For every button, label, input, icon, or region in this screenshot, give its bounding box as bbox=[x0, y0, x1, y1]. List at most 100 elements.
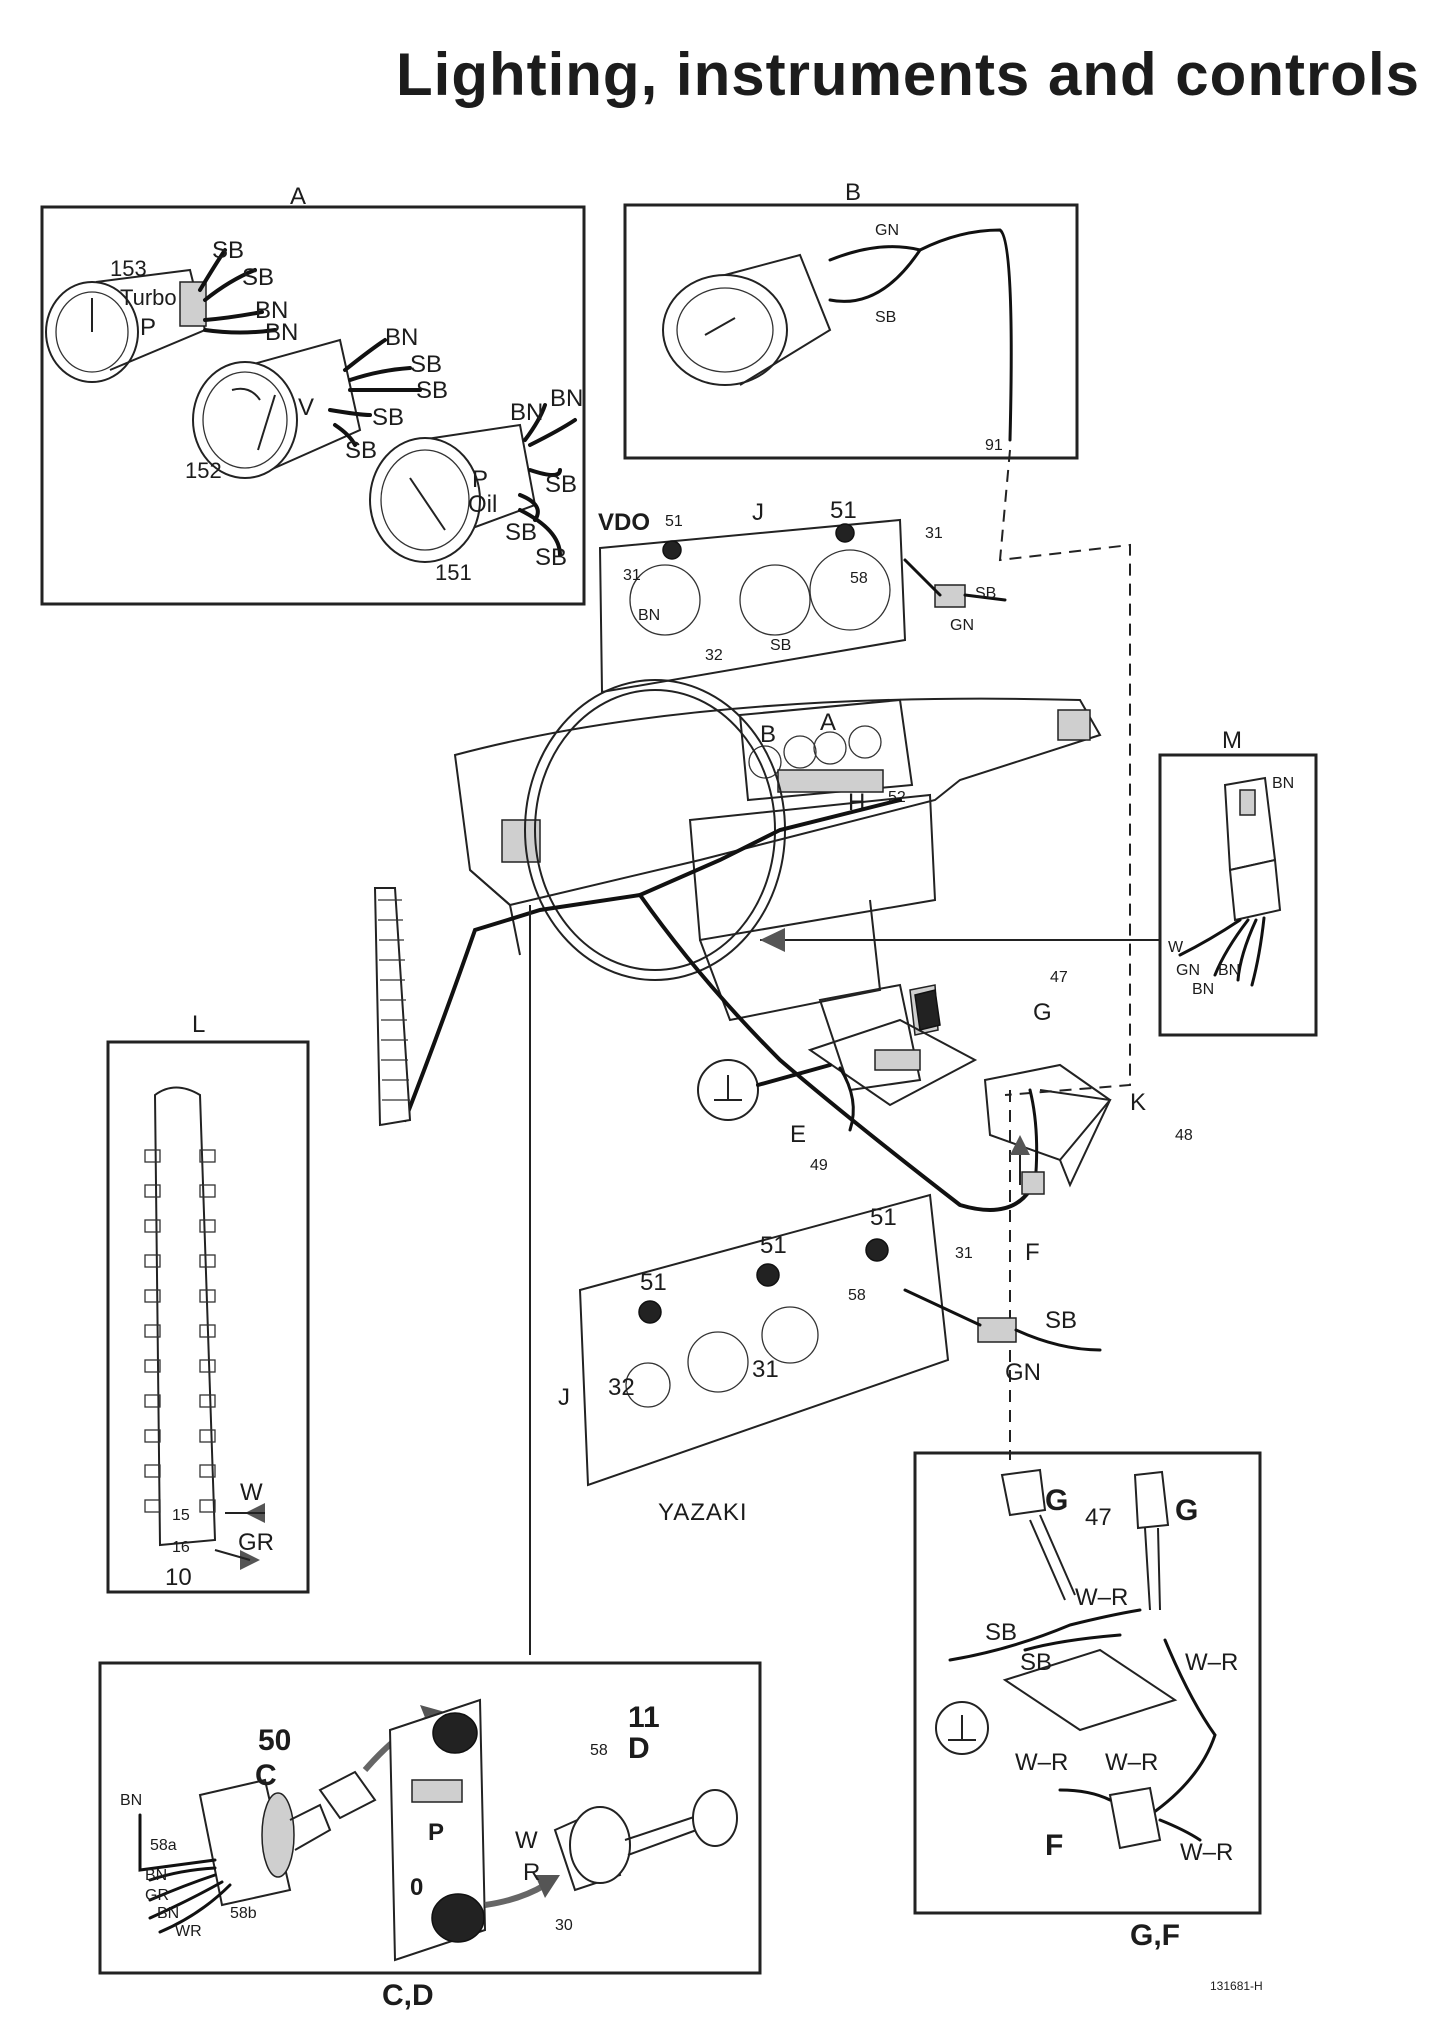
panel-gf-caption: G,F bbox=[1130, 1919, 1180, 1952]
gauge-151: P Oil 151 bbox=[369, 423, 537, 585]
wire-label: BN bbox=[157, 1905, 179, 1922]
wire-label: BN bbox=[1218, 962, 1240, 979]
wire-label: BN bbox=[550, 385, 583, 412]
console-label-g: G bbox=[1033, 999, 1052, 1026]
ref-51: 51 bbox=[830, 497, 857, 524]
terminal-30: 30 bbox=[555, 1917, 573, 1934]
wire-label: SB bbox=[410, 351, 442, 378]
wire-label: W–R bbox=[1185, 1649, 1238, 1676]
wire-label: WR bbox=[175, 1923, 202, 1940]
wire-label: BN bbox=[385, 324, 418, 351]
wire-label: W bbox=[240, 1479, 263, 1506]
ref-47: 47 bbox=[1050, 969, 1068, 986]
wire-label: GN bbox=[1005, 1359, 1041, 1386]
wire-label: GR bbox=[238, 1529, 274, 1556]
ref-48: 48 bbox=[1175, 1127, 1193, 1144]
wire-label: W bbox=[1168, 939, 1184, 956]
console-label-e: E bbox=[790, 1121, 806, 1148]
wire-label: GN bbox=[1176, 962, 1200, 979]
ref-31: 31 bbox=[955, 1245, 973, 1262]
ref-10: 10 bbox=[165, 1564, 192, 1591]
panel-a-label: A bbox=[290, 183, 306, 210]
wire-label: SB bbox=[212, 237, 244, 264]
gauge-153-face-turbo: Turbo bbox=[120, 285, 177, 310]
maker-yazaki: YAZAKI bbox=[658, 1499, 748, 1526]
wire-label: BN bbox=[1192, 981, 1214, 998]
wire-label: SB bbox=[1045, 1307, 1077, 1334]
wire-label: BN bbox=[255, 297, 288, 324]
wire-label: SB bbox=[345, 437, 377, 464]
wire-label: SB bbox=[770, 637, 791, 654]
gauge-151-face-p: P bbox=[472, 466, 488, 493]
ref-31: 31 bbox=[623, 567, 641, 584]
wire-label: BN bbox=[145, 1867, 167, 1884]
console-illustration: G K E F 47 48 49 bbox=[697, 969, 1193, 1266]
dashed-connector bbox=[998, 449, 1131, 1096]
wire-label: R bbox=[523, 1859, 540, 1886]
ref-51: 51 bbox=[870, 1204, 897, 1231]
terminal-58: 58 bbox=[590, 1742, 608, 1759]
ref-31: 31 bbox=[925, 525, 943, 542]
dash-label-b: B bbox=[760, 721, 776, 748]
wire-label: SB bbox=[545, 471, 577, 498]
switch-mark-0: 0 bbox=[410, 1874, 423, 1901]
panel-gf-frame bbox=[913, 1451, 1262, 1915]
ref-51: 51 bbox=[760, 1232, 787, 1259]
wire-label: SB bbox=[535, 544, 567, 571]
wire-label: SB bbox=[505, 519, 537, 546]
wire-label: W bbox=[515, 1827, 538, 1854]
gauge-152-number: 152 bbox=[185, 458, 222, 483]
panel-b-frame bbox=[623, 203, 1079, 460]
wire-label: SB bbox=[875, 309, 896, 326]
gf-label-f: F bbox=[1045, 1829, 1063, 1862]
ref-58: 58 bbox=[848, 1287, 866, 1304]
wire-label: W–R bbox=[1015, 1749, 1068, 1776]
ref-32: 32 bbox=[608, 1374, 635, 1401]
ref-58: 58 bbox=[850, 570, 868, 587]
panel-c-label: C bbox=[255, 1759, 277, 1792]
gf-label-g: G bbox=[1045, 1484, 1068, 1517]
gauge-152-face-v: V bbox=[298, 394, 314, 421]
figure-code: 131681-H bbox=[1210, 1979, 1263, 1993]
panel-l: L 15 16 10 W GR bbox=[106, 1011, 310, 1594]
wire-label: W–R bbox=[1105, 1749, 1158, 1776]
wire-label: BN bbox=[638, 607, 660, 624]
gauge-152: V 152 bbox=[185, 338, 362, 483]
panel-a-frame bbox=[40, 205, 586, 606]
wire-label: GR bbox=[145, 1887, 169, 1904]
wire-label: W–R bbox=[1075, 1584, 1128, 1611]
ref-47: 47 bbox=[1085, 1504, 1112, 1531]
ref-31: 31 bbox=[752, 1356, 779, 1383]
panel-gf: G G F 47 W–R SB SB W–R W–R W–R W–R G,F bbox=[913, 1451, 1262, 1952]
panel-b-label: B bbox=[845, 179, 861, 206]
panel-m: M BN W GN BN BN bbox=[1158, 727, 1318, 1037]
ref-32: 32 bbox=[705, 647, 723, 664]
maker-vdo: VDO bbox=[598, 509, 650, 536]
wire-label: BN bbox=[510, 399, 543, 426]
panel-cd-frame bbox=[98, 1661, 762, 1975]
panel-a: A Turbo P 153 V 152 P bbox=[40, 183, 586, 606]
instrument-board-vdo: VDO J 51 51 31 31 58 32 BN SB SB GN bbox=[598, 497, 1007, 694]
gauge-153: Turbo P 153 bbox=[45, 256, 207, 383]
gauge-151-face-oil: Oil bbox=[468, 491, 497, 518]
console-label-k: K bbox=[1130, 1089, 1146, 1116]
gf-label-g: G bbox=[1175, 1494, 1198, 1527]
terminal-58b: 58b bbox=[230, 1905, 257, 1922]
ref-49: 49 bbox=[810, 1157, 828, 1174]
panel-d-label: D bbox=[628, 1732, 650, 1765]
wire-label: GN bbox=[875, 222, 899, 239]
wire-label: BN bbox=[120, 1792, 142, 1809]
ref-50: 50 bbox=[258, 1724, 291, 1757]
wire-label: SB bbox=[975, 585, 996, 602]
wire-label: W–R bbox=[1180, 1839, 1233, 1866]
ref-51: 51 bbox=[665, 513, 683, 530]
instrument-board-yazaki: 51 51 51 31 58 32 31 J YAZAKI SB GN bbox=[558, 1193, 1102, 1526]
console-label-f: F bbox=[1025, 1239, 1040, 1266]
panel-l-label: L bbox=[192, 1011, 205, 1038]
ref-11: 11 bbox=[628, 1701, 660, 1734]
ref-51: 51 bbox=[640, 1269, 667, 1296]
ref-91: 91 bbox=[985, 437, 1003, 454]
gauge-153-face-p: P bbox=[140, 314, 156, 341]
panel-j-label: J bbox=[752, 499, 764, 526]
wire-label: BN bbox=[1272, 775, 1294, 792]
